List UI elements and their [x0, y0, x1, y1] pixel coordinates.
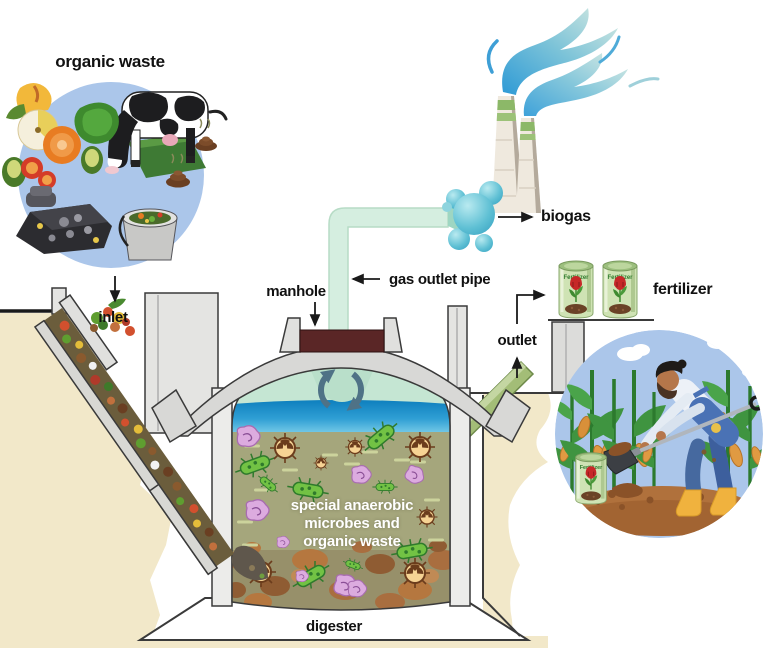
dome-wing-right — [484, 388, 531, 444]
arrow-outlet-to-fertilizer — [516, 289, 546, 324]
annotation-arrows — [109, 211, 546, 378]
small-fertilizer-can — [573, 450, 609, 506]
recirculation-arrows-icon — [318, 369, 364, 411]
label-manhole: manhole — [266, 283, 326, 300]
tank-wall-left — [211, 387, 233, 607]
inlet-chute-end — [148, 471, 235, 576]
chimneys — [492, 96, 541, 213]
farmer-illustration — [594, 359, 763, 517]
digester-tank — [151, 317, 531, 611]
label-gas-outlet-pipe: gas outlet pipe — [389, 271, 491, 288]
manure-piles — [166, 118, 217, 188]
microbe-wheel — [269, 432, 301, 464]
waste-spill — [231, 545, 268, 581]
label-organic-waste: organic waste — [55, 52, 165, 71]
label-digester: digester — [306, 618, 362, 635]
contents-line-3: organic waste — [303, 533, 401, 550]
dome-wing-left — [151, 388, 198, 444]
manhole-cover — [299, 329, 385, 353]
cow-illustration — [94, 91, 228, 174]
label-inlet: inlet — [98, 309, 128, 326]
contents-line-2: microbes and — [304, 515, 400, 532]
tank-interior — [232, 362, 450, 610]
label-outlet: outlet — [497, 332, 537, 349]
ground-left — [0, 313, 172, 648]
ground-right — [483, 393, 551, 648]
biogas-smoke — [486, 8, 660, 116]
pit-right-outline — [482, 395, 521, 637]
digester-contents-text: special anaerobic microbes and organic w… — [242, 497, 462, 551]
compost-bucket — [118, 208, 178, 261]
inlet-waste-heap — [90, 298, 135, 336]
label-biogas: biogas — [541, 208, 591, 225]
label-fertilizer: fertilizer — [653, 281, 713, 298]
contents-line-1: special anaerobic — [290, 497, 414, 514]
biogas-bubbles — [442, 181, 503, 252]
food-scraps — [2, 83, 119, 189]
ground-cross-section — [0, 309, 551, 648]
gas-outlet-pipe-shape — [328, 207, 449, 337]
fertilizer-cans — [557, 259, 639, 320]
manhole-post-right — [383, 317, 403, 353]
manhole-post-left — [279, 317, 301, 353]
organic-waste-scene — [2, 82, 228, 268]
water-band — [232, 400, 450, 434]
grinder-illustration — [16, 186, 112, 254]
